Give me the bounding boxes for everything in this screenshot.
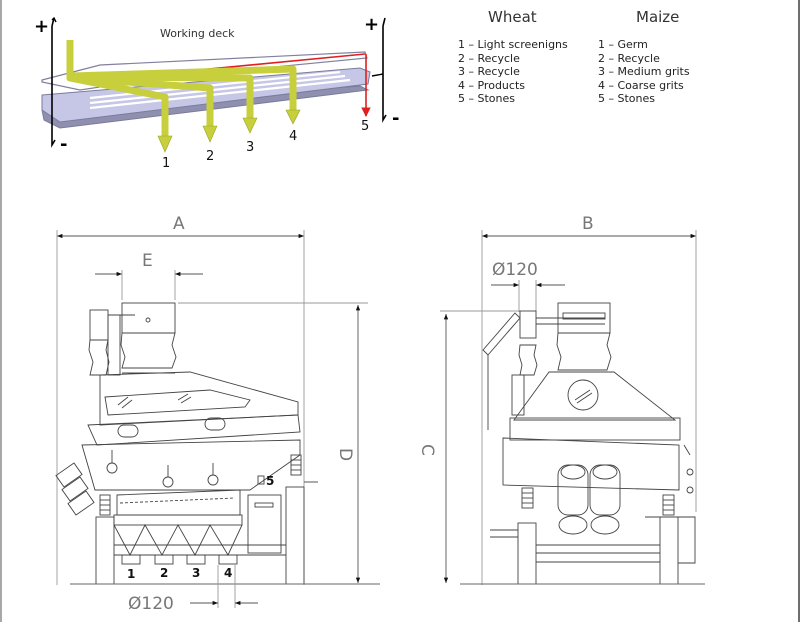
inlet-bolt: [145, 317, 151, 323]
legend-maize-item: 4 – Coarse grits: [598, 78, 684, 92]
side-outlet-label-1: 1: [127, 567, 135, 581]
front-hood: [513, 371, 677, 421]
front-vibration-motors: [557, 464, 621, 535]
springs: [99, 454, 302, 516]
inlet-sleeve: [120, 332, 177, 369]
front-leg-right: [659, 516, 679, 585]
machine-body: [81, 439, 301, 491]
outlet-number-3: 3: [246, 140, 254, 155]
left-minus-label: -: [60, 134, 67, 155]
front-view-drawing: [440, 230, 705, 585]
outlet-hoppers: [113, 514, 243, 565]
machine-hood: [99, 371, 299, 426]
legend-wheat-item: 3 – Recycle: [458, 65, 520, 78]
front-window: [567, 379, 599, 411]
frame-leg-right: [285, 486, 305, 585]
dimension-label-front-inlet-diameter: Ø120: [492, 260, 538, 280]
deck-adjust-levers: [106, 450, 219, 488]
dimension-label-e: E: [142, 251, 153, 271]
body-port-right: [204, 417, 226, 431]
legend-maize-item: 1 – Germ: [598, 38, 648, 51]
legend-wheat-list: 1 – Light screenigns 2 – Recycle 3 – Rec…: [458, 38, 568, 106]
body-port-left: [117, 424, 139, 438]
front-chute: [482, 312, 521, 356]
legend-maize-item: 2 – Recycle: [598, 51, 660, 65]
left-plus-label: +: [34, 16, 49, 37]
legend-maize-list: 1 – Germ 2 – Recycle 3 – Medium grits 4 …: [598, 38, 690, 106]
dimension-label-outlet-diameter: Ø120: [128, 594, 174, 614]
flow-arrowheads: [157, 109, 301, 153]
product-flows: [66, 40, 297, 136]
legend-maize-item: 5 – Stones: [598, 92, 655, 105]
dimension-label-c: C: [417, 444, 437, 456]
aspiration-column: [89, 309, 109, 341]
flow-arrowhead-3: [242, 117, 258, 134]
side-stones-label-5: 5: [266, 474, 274, 488]
side-outlet-label-3: 3: [192, 566, 200, 580]
outlet-number-5: 5: [361, 119, 369, 134]
legend-maize-title: Maize: [636, 8, 680, 26]
front-leg-left: [517, 522, 537, 585]
flow-arrowhead-4: [285, 109, 301, 125]
legend-wheat-item: 2 – Recycle: [458, 51, 520, 65]
legend-maize-item: 3 – Medium grits: [598, 65, 690, 78]
legend-wheat-title: Wheat: [488, 8, 537, 26]
legend-wheat: Wheat 1 – Light screenigns 2 – Recycle 3…: [458, 8, 568, 106]
front-aspiration-column: [519, 310, 537, 339]
working-deck-label: Working deck: [160, 27, 235, 40]
front-inlet-sleeve: [556, 332, 612, 371]
left-tilt-adjust-indicator: [51, 16, 57, 148]
legend-wheat-item: 5 – Stones: [458, 92, 515, 105]
dimension-label-a: A: [173, 214, 185, 234]
legend-wheat-item: 1 – Light screenigns: [458, 38, 568, 51]
right-minus-label: -: [392, 108, 399, 129]
side-view-drawing: [55, 230, 380, 608]
working-deck-diagram: Working deck 1 2 3 4 5 + - + -: [34, 14, 399, 171]
side-outlet-label-4: 4: [224, 566, 232, 580]
front-body: [509, 417, 681, 441]
hood-window: [104, 389, 251, 416]
outlet-number-4: 4: [289, 129, 297, 144]
legend-wheat-item: 4 – Products: [458, 78, 525, 92]
frame-leg-left: [95, 516, 115, 585]
legend-maize: Maize 1 – Germ 2 – Recycle 3 – Medium gr…: [598, 8, 690, 106]
flow-path-2: [71, 74, 214, 126]
stones-box: [247, 494, 282, 554]
vibration-motors: [55, 462, 95, 516]
side-outlet-label-2: 2: [160, 566, 168, 580]
flow-arrowhead-1: [157, 135, 173, 153]
right-tilt-adjust-indicator: [371, 17, 387, 123]
right-plus-label: +: [364, 14, 379, 35]
dimension-label-b: B: [582, 214, 594, 234]
flow-path-4: [71, 65, 297, 110]
flow-arrowhead-2: [202, 125, 218, 143]
dimension-label-d: D: [335, 448, 355, 461]
outlet-number-2: 2: [206, 149, 214, 164]
flow-path-1: [66, 40, 169, 136]
outlet-number-1: 1: [162, 156, 170, 171]
